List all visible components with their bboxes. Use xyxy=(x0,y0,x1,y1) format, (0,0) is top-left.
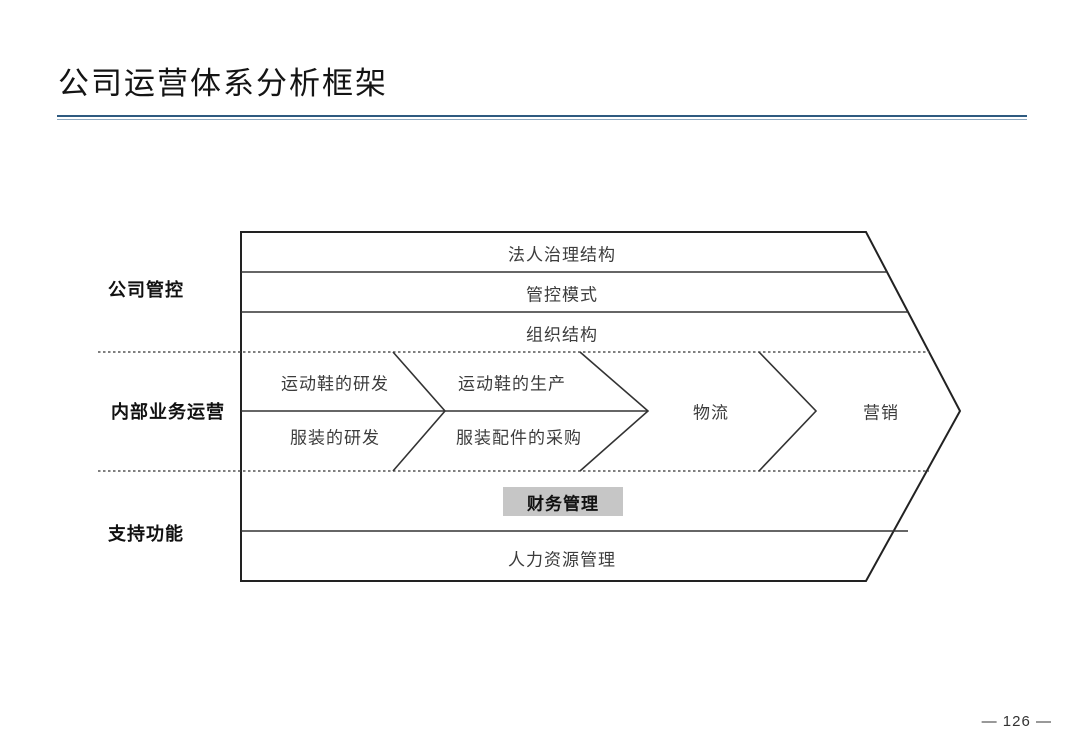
page-number: — 126 — xyxy=(981,713,1052,730)
support-band-hr-label: 人力资源管理 xyxy=(508,550,616,570)
row-label-governance: 公司管控 xyxy=(108,280,184,300)
page-title: 公司运营体系分析框架 xyxy=(58,66,388,101)
chevron-divider-1 xyxy=(392,351,447,472)
arrow-outline xyxy=(240,231,962,582)
operations-stage-marketing: 营销 xyxy=(863,403,899,423)
support-band-finance-highlight xyxy=(503,487,623,516)
chevron-divider-3 xyxy=(758,351,818,472)
governance-band-org-structure: 组织结构 xyxy=(526,325,598,345)
row-label-operations: 内部业务运营 xyxy=(111,402,225,422)
operations-stage-apparel-rd: 服装的研发 xyxy=(290,428,380,448)
governance-band-control-model: 管控模式 xyxy=(526,285,598,305)
operations-stage-shoe-rd: 运动鞋的研发 xyxy=(281,374,389,394)
operations-stage-shoe-manufacturing: 运动鞋的生产 xyxy=(458,374,566,394)
support-band-finance-label: 财务管理 xyxy=(527,494,599,514)
title-divider xyxy=(57,115,1027,117)
operations-stage-apparel-accessory-purchasing: 服装配件的采购 xyxy=(456,428,582,448)
chevron-divider-2 xyxy=(579,351,650,472)
title-divider-secondary xyxy=(57,119,1027,120)
operations-stage-logistics: 物流 xyxy=(693,403,729,423)
governance-band-corporate-governance: 法人治理结构 xyxy=(508,245,616,265)
row-label-support: 支持功能 xyxy=(108,524,184,544)
